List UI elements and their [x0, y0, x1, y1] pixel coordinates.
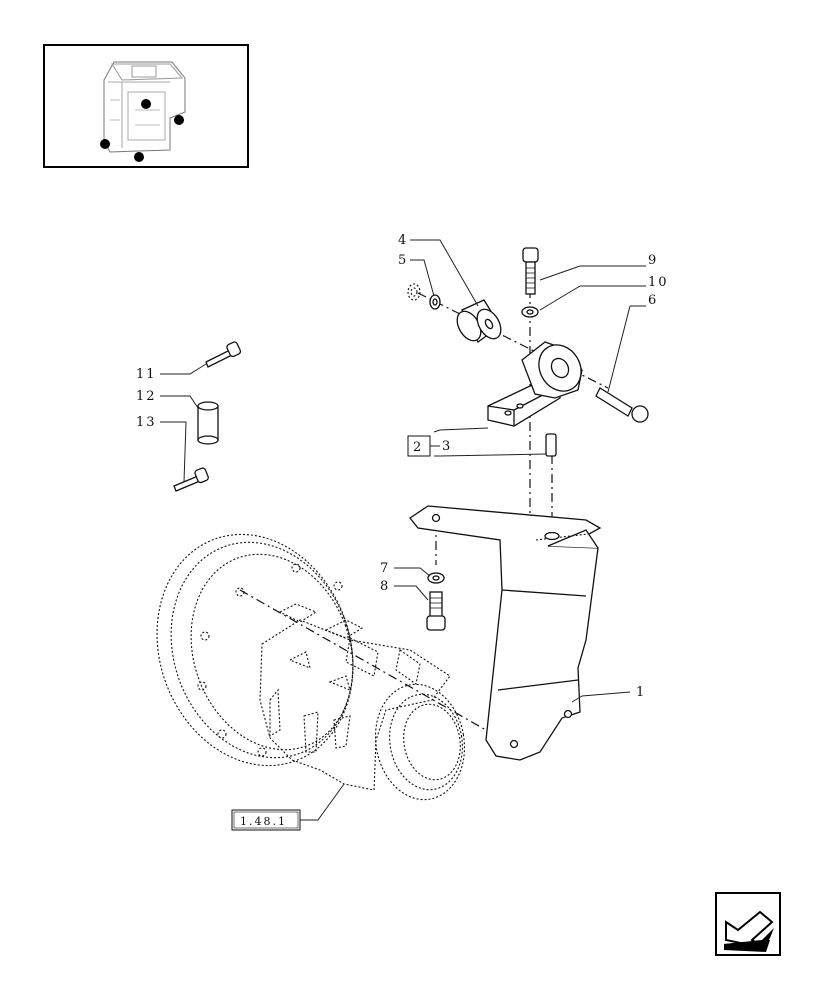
locator-dot-3	[100, 139, 110, 149]
locator-dot-1	[141, 99, 151, 109]
boxed-callout-2[interactable]: 2	[407, 435, 431, 457]
callout-1: 1	[636, 685, 646, 700]
washer-10[interactable]	[521, 306, 539, 318]
axle-housing-reference	[156, 533, 466, 801]
tractor-cab-locator-icon	[100, 61, 186, 162]
bolt-8[interactable]	[426, 591, 446, 631]
callout-13: 13	[136, 415, 157, 430]
leader-lines	[160, 239, 646, 821]
locator-dot-4	[134, 152, 144, 162]
rubber-bushing[interactable]	[452, 299, 505, 345]
clamp-support-block[interactable]	[487, 337, 589, 427]
washer-7[interactable]	[427, 572, 445, 584]
bolt-11[interactable]	[205, 341, 242, 368]
callout-11: 11	[136, 367, 157, 382]
callout-7: 7	[380, 561, 390, 576]
callout-labels: 1 3 4 5 6 7 8 9 10 11 12 13	[136, 233, 669, 700]
reference-link-box[interactable]: 1.48.1	[231, 809, 301, 831]
callout-4: 4	[398, 233, 408, 248]
callout-5: 5	[398, 253, 408, 268]
callout-8: 8	[380, 579, 390, 594]
reference-label: 1.48.1	[240, 815, 287, 828]
callout-6: 6	[648, 293, 658, 308]
thumbnail-locator[interactable]	[43, 44, 249, 168]
callout-10: 10	[648, 275, 669, 290]
locator-dot-2	[174, 115, 184, 125]
vertical-bolt[interactable]	[522, 247, 539, 295]
long-bolt[interactable]	[595, 387, 649, 423]
callout-9: 9	[648, 253, 658, 268]
spacer-sleeve[interactable]	[197, 401, 219, 445]
callout-3: 3	[442, 439, 452, 454]
callout-12: 12	[136, 389, 157, 404]
washer-nut[interactable]	[407, 283, 441, 310]
previous-page-arrow-icon	[724, 910, 774, 952]
bolt-13[interactable]	[173, 467, 209, 492]
callout-2: 2	[413, 440, 423, 455]
dowel-pin[interactable]	[545, 433, 557, 457]
previous-page-button[interactable]	[715, 892, 781, 956]
mounting-bracket[interactable]	[409, 505, 602, 761]
